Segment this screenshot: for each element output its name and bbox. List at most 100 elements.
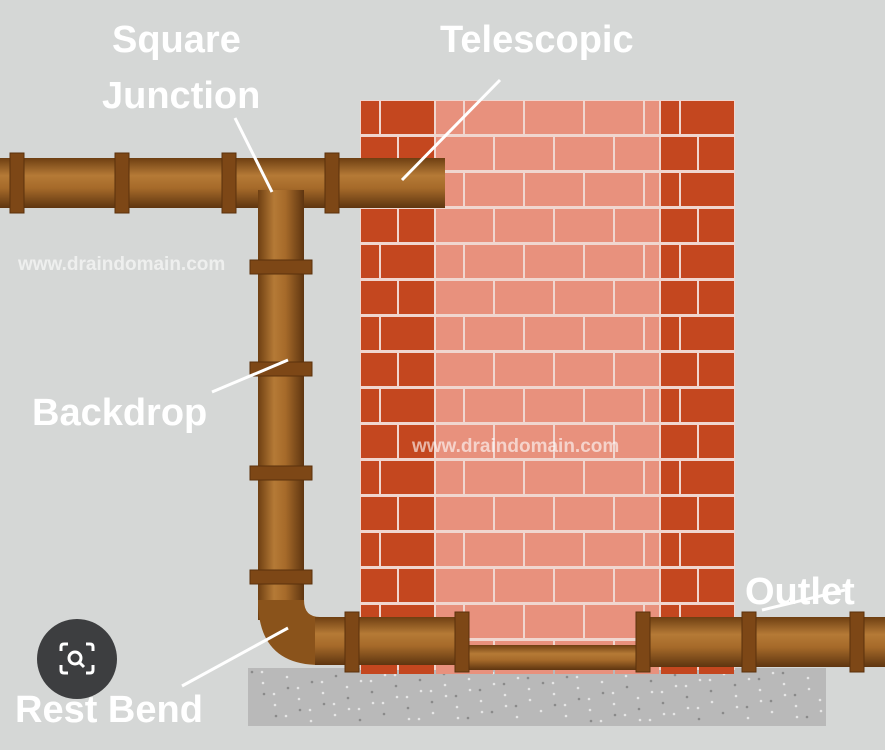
brick <box>645 173 659 206</box>
brick <box>615 209 659 242</box>
brick <box>615 137 659 170</box>
brick <box>681 173 734 206</box>
brick <box>645 533 659 566</box>
pipe-collar <box>249 569 313 585</box>
brick <box>436 569 493 602</box>
brick <box>661 101 679 134</box>
pipe-collar <box>114 152 130 214</box>
brick <box>645 317 659 350</box>
brick <box>645 389 659 422</box>
pipe-collar <box>849 611 865 673</box>
brick <box>661 317 679 350</box>
brick <box>681 317 734 350</box>
brick <box>361 353 397 386</box>
brick <box>645 461 659 494</box>
brick <box>361 281 397 314</box>
label-square-junction-line1: Square <box>112 19 241 61</box>
watermark: www.draindomain.com <box>17 254 225 275</box>
brick <box>361 569 397 602</box>
brick <box>699 137 734 170</box>
brick <box>699 425 734 458</box>
brick <box>361 497 397 530</box>
label-rest-bend: Rest Bend <box>15 689 203 731</box>
brick <box>681 533 734 566</box>
brick <box>615 497 659 530</box>
concrete-speckles <box>250 670 823 723</box>
brick <box>495 137 553 170</box>
concrete-base <box>248 668 826 726</box>
brick <box>495 569 553 602</box>
brick <box>681 101 734 134</box>
brick <box>615 569 659 602</box>
brick <box>661 353 697 386</box>
brick <box>555 497 613 530</box>
brick <box>585 317 643 350</box>
brick <box>525 317 583 350</box>
label-outlet: Outlet <box>745 571 855 613</box>
brick <box>661 569 697 602</box>
brick <box>436 317 463 350</box>
leader-lines <box>181 78 846 688</box>
brick <box>585 173 643 206</box>
brick <box>361 209 397 242</box>
brick <box>381 389 434 422</box>
brick <box>465 245 523 278</box>
brick <box>525 533 583 566</box>
brick <box>399 209 434 242</box>
brick <box>525 461 583 494</box>
brick <box>399 281 434 314</box>
brick <box>436 101 463 134</box>
brick <box>465 317 523 350</box>
brick <box>525 101 583 134</box>
brick <box>381 101 434 134</box>
brick <box>699 209 734 242</box>
pipe-collars <box>9 152 865 673</box>
brick <box>661 209 697 242</box>
brick <box>361 533 379 566</box>
brick <box>381 533 434 566</box>
brick <box>585 245 643 278</box>
brick <box>661 137 697 170</box>
brick <box>436 533 463 566</box>
pipework <box>0 152 885 673</box>
brick <box>555 425 613 458</box>
brick <box>585 605 643 638</box>
watermark: www.draindomain.com <box>411 436 619 457</box>
brick <box>661 245 679 278</box>
brick <box>495 209 553 242</box>
brick <box>436 461 463 494</box>
brick <box>525 173 583 206</box>
brick <box>681 461 734 494</box>
brick <box>681 389 734 422</box>
brick <box>361 245 379 278</box>
brick <box>525 245 583 278</box>
channel-pipe <box>460 645 645 670</box>
brick <box>361 425 397 458</box>
brick <box>436 425 493 458</box>
brick <box>525 605 583 638</box>
brick-manhole-wall <box>360 100 735 674</box>
outlet-pipe <box>640 617 885 667</box>
brick <box>361 317 379 350</box>
brick <box>585 101 643 134</box>
brick <box>495 497 553 530</box>
brick <box>399 353 434 386</box>
brick <box>399 497 434 530</box>
pipe-collar <box>221 152 237 214</box>
brick <box>436 209 493 242</box>
brick <box>661 173 679 206</box>
visual-search-icon <box>59 642 95 675</box>
brick <box>436 389 463 422</box>
visual-search-button[interactable] <box>37 619 117 699</box>
brick <box>661 533 679 566</box>
brick <box>465 389 523 422</box>
brick <box>436 353 493 386</box>
brick <box>555 137 613 170</box>
brick <box>436 137 493 170</box>
pipe-collar <box>344 611 360 673</box>
brick <box>381 245 434 278</box>
label-square-junction-line2: Junction <box>102 75 260 117</box>
brick <box>699 569 734 602</box>
